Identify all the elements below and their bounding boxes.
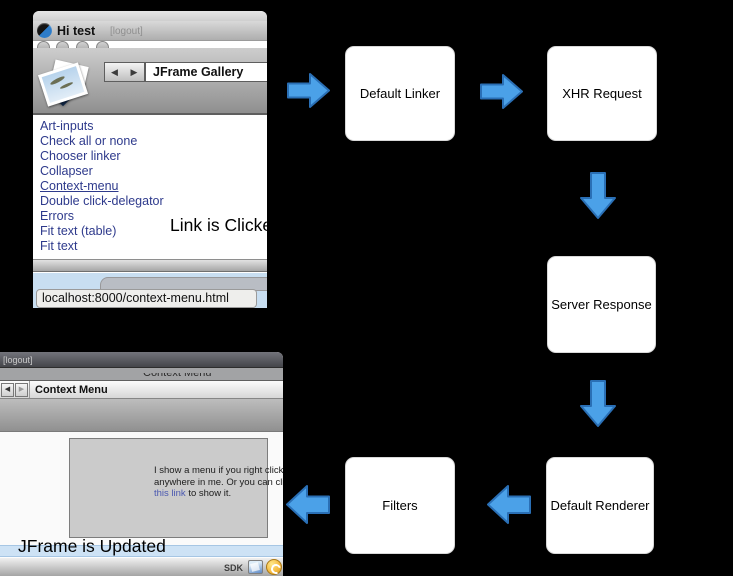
toolbar-bump-icon: [37, 41, 50, 49]
site-title: Hi test: [57, 24, 96, 38]
arrow-left-icon: [286, 485, 330, 524]
toolbar-bump-icon: [56, 41, 69, 49]
gallery-link-errors[interactable]: Errors: [40, 209, 75, 223]
highlight-strip: [0, 545, 283, 557]
forward-button[interactable]: ▶: [15, 383, 28, 397]
back-button[interactable]: ◀: [1, 383, 14, 397]
gallery-photo-icon: [36, 55, 94, 110]
logout-link[interactable]: [logout]: [3, 355, 33, 365]
jframe-gallery-window: Hi test [logout] ◀ ▶ JFrame Gallery Art-…: [33, 11, 267, 308]
browser-toolbar: ◀ ▶ JFrame Gallery: [33, 48, 267, 115]
site-logo-icon: [37, 23, 52, 38]
gallery-link-double-click-delegator[interactable]: Double click-delegator: [40, 194, 164, 208]
context-menu-demo-box[interactable]: I show a menu if you right click anywher…: [69, 438, 283, 538]
arrow-left-icon: [487, 485, 531, 524]
chat-tray-icon[interactable]: [266, 559, 282, 575]
gallery-link-chooser-linker[interactable]: Chooser linker: [40, 149, 121, 163]
flow-box-filters: Filters: [345, 457, 455, 554]
flow-box-default-linker: Default Linker: [345, 46, 455, 141]
gallery-link-collapser[interactable]: Collapser: [40, 164, 93, 178]
back-button[interactable]: ◀: [104, 62, 125, 82]
annotation-link-clicked: Link is Clicked: [170, 215, 267, 235]
page-title-field: JFrame Gallery: [145, 62, 267, 82]
horizontal-scrollbar[interactable]: [33, 259, 267, 272]
arrow-right-icon: [287, 73, 330, 108]
logout-link[interactable]: [logout]: [110, 26, 143, 37]
photos-tray-icon[interactable]: [248, 560, 263, 574]
page-heading-zone: Context Menu: [0, 368, 283, 381]
toolbar-button-bumps: [33, 41, 267, 49]
window-top-edge: [33, 11, 267, 21]
flow-box-xhr-request: XHR Request: [547, 46, 657, 141]
toolbar-bump-icon: [76, 41, 89, 49]
status-url-tooltip: localhost:8000/context-menu.html: [36, 289, 257, 308]
clipped-page-heading: Context Menu: [143, 373, 212, 379]
taskbar: SDK: [0, 557, 283, 576]
gallery-link-art-inputs[interactable]: Art-inputs: [40, 119, 94, 133]
flow-box-default-renderer: Default Renderer: [546, 457, 654, 554]
gallery-link-check-all-or-none[interactable]: Check all or none: [40, 134, 138, 148]
show-menu-link[interactable]: this link: [154, 488, 186, 499]
flow-box-server-response: Server Response: [547, 256, 656, 353]
context-menu-window: [logout] Context Menu ◀ ▶ Context Menu I…: [0, 352, 283, 576]
status-bar: localhost:8000/context-menu.html: [33, 273, 267, 308]
toolbar-divider: [29, 381, 30, 398]
browser-toolbar: ◀ ▶ Context Menu: [0, 381, 283, 399]
arrow-down-icon: [580, 172, 616, 219]
gallery-link-fit-text-table-[interactable]: Fit text (table): [40, 224, 117, 238]
sdk-label: SDK: [223, 563, 243, 573]
site-header-bar: [logout]: [0, 352, 283, 368]
arrow-right-icon: [480, 74, 523, 109]
page-content: I show a menu if you right click anywher…: [0, 432, 283, 545]
page-title-field: Context Menu: [35, 384, 108, 396]
annotation-jframe-updated: JFrame is Updated: [18, 536, 166, 556]
site-header-bar: Hi test [logout]: [33, 21, 267, 41]
toolbar-gradient-band: [0, 399, 283, 432]
gallery-link-context-menu[interactable]: Context-menu: [40, 179, 119, 193]
context-demo-text: I show a menu if you right click anywher…: [154, 465, 283, 499]
toolbar-bump-icon: [96, 41, 109, 49]
forward-button[interactable]: ▶: [124, 62, 145, 82]
arrow-down-icon: [580, 380, 616, 427]
gallery-link-fit-text[interactable]: Fit text: [40, 239, 78, 253]
